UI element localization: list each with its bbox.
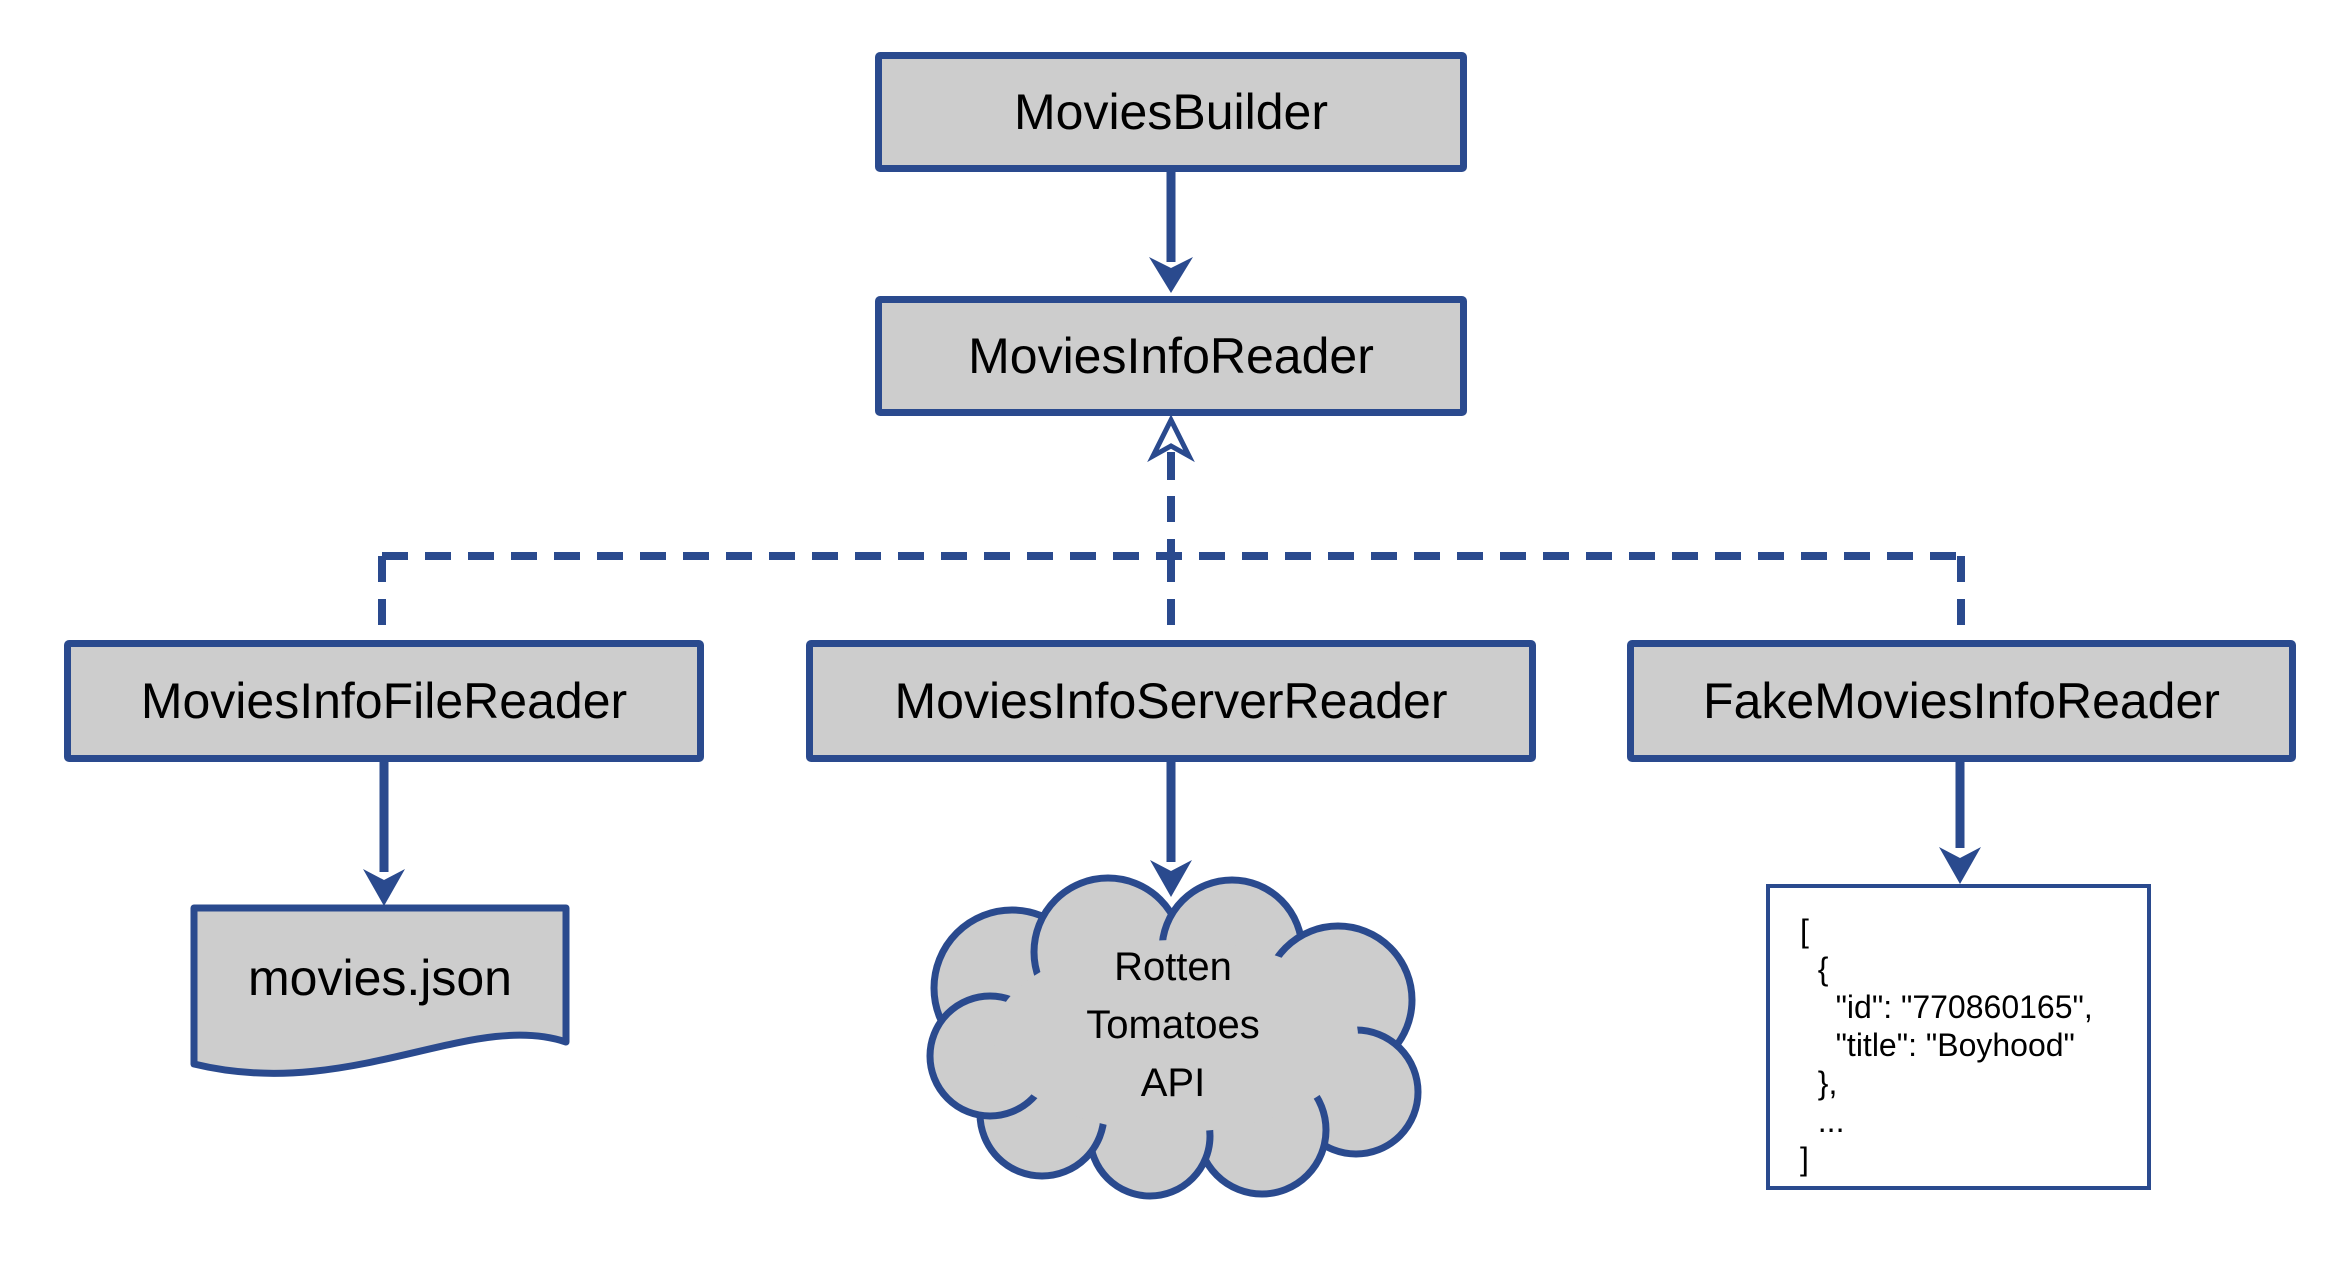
node-movies-info-reader: MoviesInfoReader: [875, 296, 1467, 416]
node-movies-info-reader-label: MoviesInfoReader: [968, 328, 1374, 384]
node-fake-movies-info-reader-label: FakeMoviesInfoReader: [1703, 673, 2220, 729]
node-movies-info-file-reader-label: MoviesInfoFileReader: [140, 673, 628, 729]
node-movies-builder-label: MoviesBuilder: [1013, 84, 1328, 140]
node-movies-builder: MoviesBuilder: [875, 52, 1467, 172]
sample-output-code: [ { "id": "770860165", "title": "Boyhood…: [1800, 913, 2093, 1177]
cloud-shape: [926, 874, 1422, 1200]
document-shape: [190, 904, 570, 1077]
dashed-inheritance-connector: [378, 414, 1965, 642]
arrow-filereader-to-json-file: [363, 762, 405, 906]
node-movies-info-server-reader-label: MoviesInfoServerReader: [894, 673, 1448, 729]
arrow-fakereader-to-sample: [1939, 762, 1981, 884]
node-movies-info-file-reader: MoviesInfoFileReader: [64, 640, 704, 762]
hollow-arrowhead-up: [1147, 414, 1195, 463]
node-movies-info-server-reader: MoviesInfoServerReader: [806, 640, 1536, 762]
arrow-serverreader-to-api-cloud: [1150, 762, 1192, 897]
arrow-builder-to-reader: [1149, 172, 1193, 293]
node-fake-movies-info-reader: FakeMoviesInfoReader: [1627, 640, 2296, 762]
sample-output-box: [ { "id": "770860165", "title": "Boyhood…: [1766, 884, 2151, 1190]
